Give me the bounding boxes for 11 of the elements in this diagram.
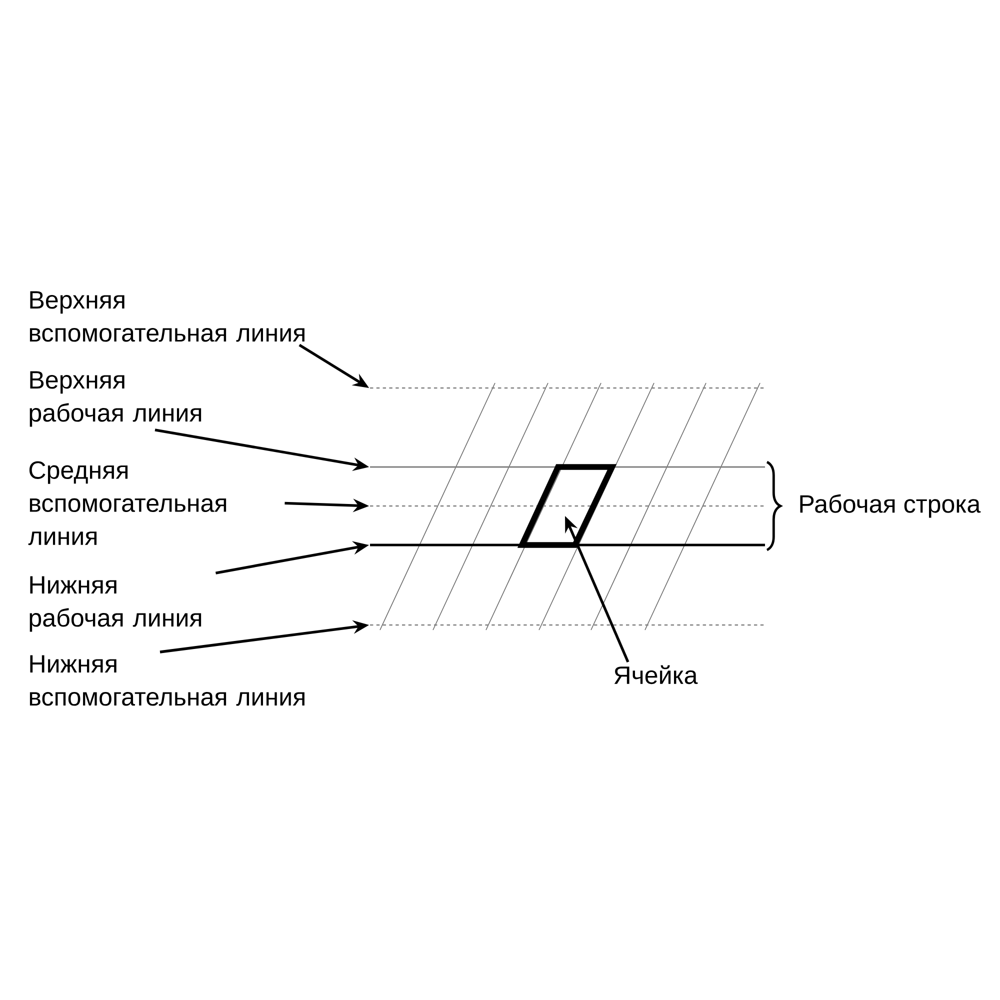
text-label: Ячейка bbox=[614, 665, 698, 684]
text-label: Средняя вспомогательная линия bbox=[28, 461, 226, 546]
text-label: Верхняя вспомогательная линия bbox=[30, 291, 304, 342]
text-label: Нижняя вспомогательная линия bbox=[30, 655, 304, 706]
auxiliary-line bbox=[370, 505, 765, 507]
text-label: Верхняя рабочая линия bbox=[30, 371, 202, 427]
working-line bbox=[370, 544, 765, 546]
auxiliary-line bbox=[370, 624, 765, 626]
text-label: Нижняя рабочая линия bbox=[30, 576, 202, 632]
text-label: Рабочая строка bbox=[800, 494, 981, 518]
auxiliary-line bbox=[370, 387, 765, 389]
